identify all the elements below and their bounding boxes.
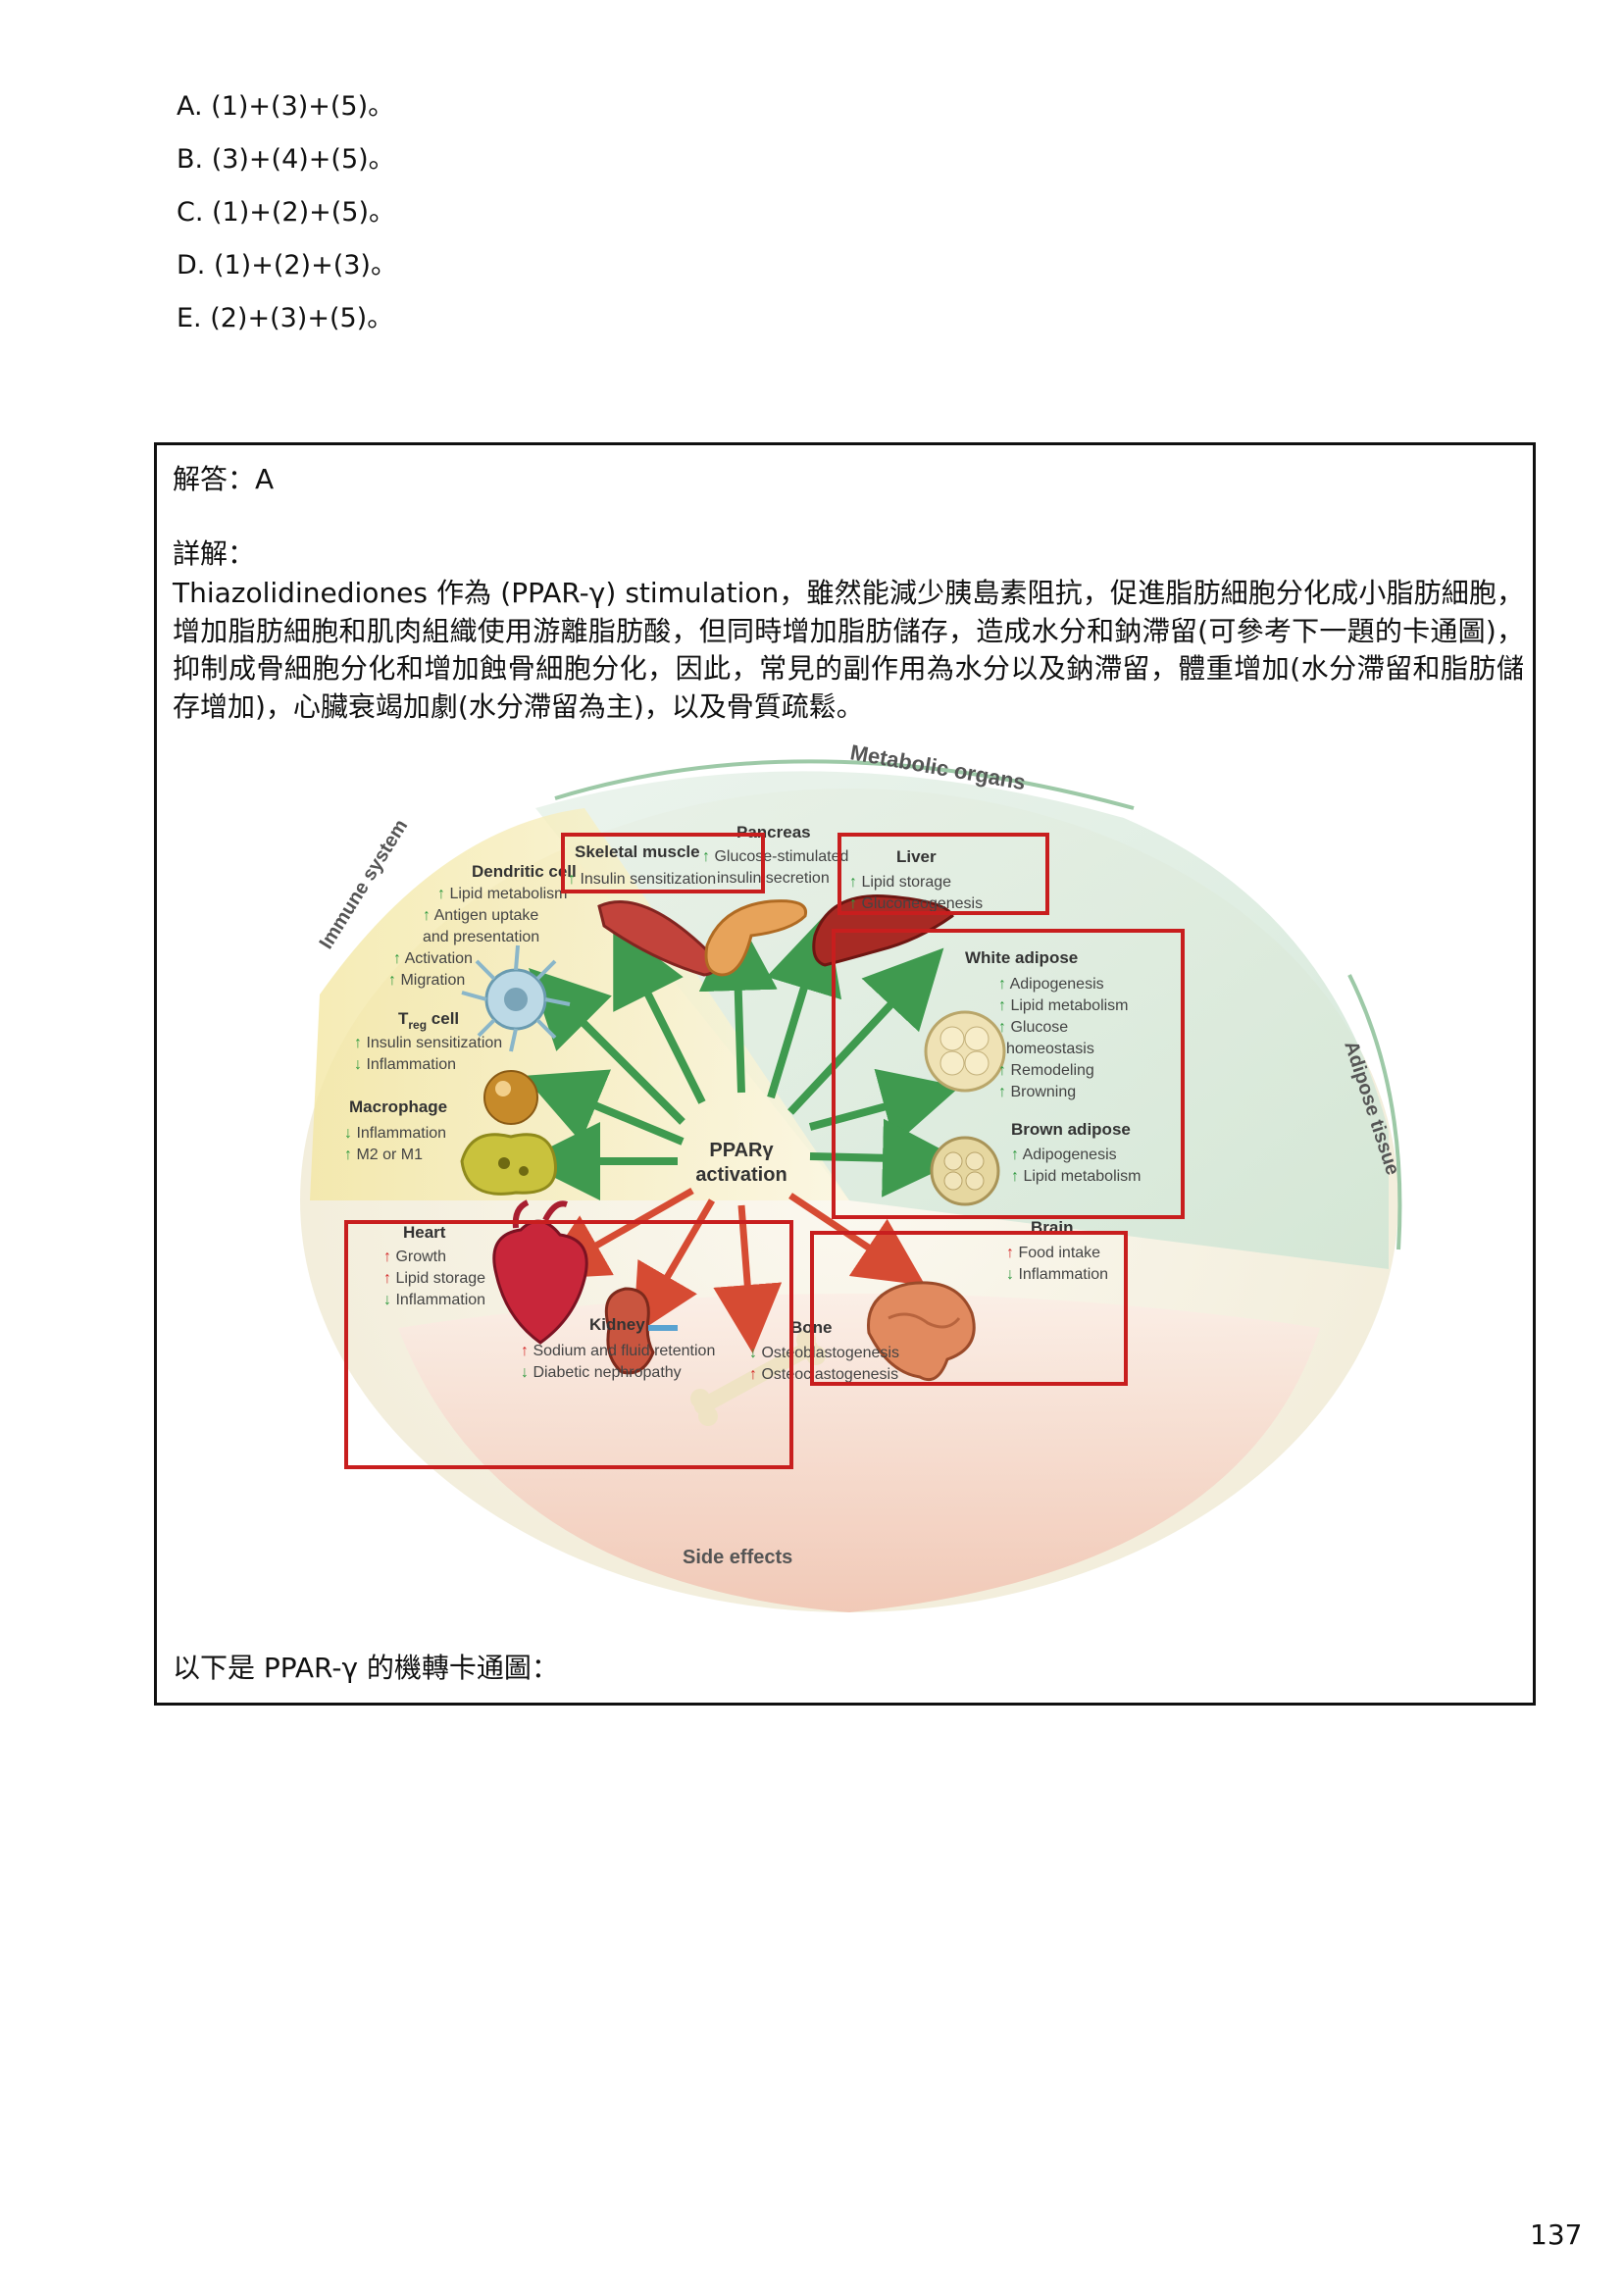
arrow-to-dendritic (529, 968, 685, 1125)
option-d: D. (1)+(2)+(3)。 (177, 250, 397, 280)
dendritic-cell-title: Dendritic cell (472, 862, 577, 881)
dendritic-cell-icon (461, 944, 571, 1052)
white-adipose-item: ↑ Browning (998, 1084, 1076, 1100)
kidney-icon (604, 1287, 678, 1375)
heart-item: ↑ Lipid storage (383, 1270, 485, 1287)
macrophage-item: ↓ Inflammation (344, 1125, 446, 1142)
answer-box: 解答：A 詳解： Thiazolidinediones 作為 (PPAR-γ) … (154, 442, 1536, 1706)
treg-cell-item: ↑ Insulin sensitization (354, 1035, 502, 1051)
highlight-boxes (344, 833, 1185, 1469)
dendritic-cell-item: and presentation (423, 929, 539, 945)
treg-cell-item: ↓ Inflammation (354, 1056, 456, 1073)
heart-item: ↑ Growth (383, 1249, 446, 1265)
dendritic-cell-item: ↑ Antigen uptake (423, 907, 538, 924)
pparg-diagram-svg: Metabolic organs Immune system Adipose t… (300, 739, 1403, 1612)
white-adipose-item: ↑ Lipid metabolism (998, 997, 1129, 1014)
label-side-effects: Side effects (683, 1547, 792, 1568)
white-adipose-item: ↑ Glucose (998, 1019, 1068, 1036)
white-adipose-item: homeostasis (1006, 1041, 1094, 1057)
macrophage-text: Macrophage ↓ Inflammation ↑ M2 or M1 (344, 1097, 447, 1163)
center-label-line2: activation (695, 1164, 787, 1186)
brain-item: ↑ Food intake (1006, 1245, 1100, 1261)
highlight-brain (810, 1231, 1128, 1386)
arrow-to-brown-adipose (809, 1118, 961, 1198)
treg-t: T (398, 1009, 409, 1028)
explanation-title: 詳解： (173, 537, 256, 570)
pancreas-title: Pancreas (736, 823, 811, 841)
dendritic-cell-item: ↑ Activation (393, 950, 473, 967)
liver-item: ↑ Lipid storage (849, 874, 951, 891)
kidney-text: Kidney ↑ Sodium and fluid retention ↓ Di… (521, 1315, 715, 1381)
arrow-to-treg (523, 1069, 685, 1146)
pancreas-item: insulin secretion (717, 870, 830, 887)
bone-item: ↓ Osteoblastogenesis (749, 1345, 899, 1361)
skeletal-muscle-text: Skeletal muscle ↑ Insulin sensitization (568, 842, 716, 888)
dendritic-cell-item: ↑ Migration (388, 972, 465, 989)
arrow-to-liver (766, 913, 842, 1099)
white-adipose-item: ↑ Adipogenesis (998, 976, 1104, 993)
option-e: E. (2)+(3)+(5)。 (177, 303, 394, 333)
pancreas-text: Pancreas ↑ Glucose-stimulated insulin se… (702, 823, 848, 887)
white-adipose-icon (924, 1010, 1006, 1093)
pancreas-icon (704, 899, 808, 977)
kidney-item: ↑ Sodium and fluid retention (521, 1343, 715, 1359)
pancreas-item: ↑ Glucose-stimulated (702, 848, 848, 865)
white-adipose-item: ↑ Remodeling (998, 1062, 1094, 1079)
dendritic-cell-text: Dendritic cell ↑ Lipid metabolism ↑ Anti… (388, 862, 577, 989)
kidney-title: Kidney (589, 1315, 645, 1334)
macrophage-item: ↑ M2 or M1 (344, 1147, 423, 1163)
liver-item: ↑ Gluconeogenesis (849, 895, 983, 912)
metabolic-arc (554, 759, 1135, 810)
arrow-to-bone (713, 1204, 783, 1353)
highlight-skeletal-muscle (561, 833, 765, 893)
treg-cell-title: Treg cell (398, 1009, 459, 1032)
adipose-arc (1347, 974, 1402, 1250)
answer-options: A. (1)+(3)+(5)。 B. (3)+(4)+(5)。 C. (1)+(… (177, 80, 397, 345)
page-number: 137 (1530, 2218, 1583, 2251)
highlight-liver (837, 833, 1049, 915)
figure-caption: 以下是 PPAR-γ 的機轉卡通圖： (173, 1652, 559, 1684)
brown-adipose-item: ↑ Lipid metabolism (1011, 1168, 1142, 1185)
white-adipose-text: White adipose ↑ Adipogenesis ↑ Lipid met… (965, 948, 1129, 1100)
arrow-to-white-adipose (787, 947, 944, 1115)
explanation-text: Thiazolidinediones 作為 (PPAR-γ) stimulati… (173, 577, 1524, 723)
liver-title: Liver (896, 847, 937, 866)
kidney-item: ↓ Diabetic nephropathy (521, 1364, 682, 1381)
macrophage-title: Macrophage (349, 1097, 447, 1116)
treg-suffix: cell (427, 1009, 459, 1028)
brain-item: ↓ Inflammation (1006, 1266, 1108, 1283)
white-adipose-title: White adipose (965, 948, 1078, 967)
skeletal-muscle-title: Skeletal muscle (575, 842, 700, 861)
heart-text: Heart ↑ Growth ↑ Lipid storage ↓ Inflamm… (383, 1223, 485, 1308)
arrow-to-muscle (613, 924, 706, 1104)
highlight-heart-kidney (344, 1220, 793, 1469)
option-b: B. (3)+(4)+(5)。 (177, 144, 395, 175)
brown-adipose-icon (930, 1136, 1000, 1206)
pparg-diagram: Metabolic organs Immune system Adipose t… (261, 739, 1428, 1622)
heart-icon (492, 1199, 588, 1345)
highlight-adipose (832, 929, 1185, 1219)
macrophage-icon (460, 1133, 557, 1196)
answer-line: 解答：A (173, 463, 275, 495)
center-label-line1: PPARγ (709, 1140, 774, 1161)
treg-sub: reg (408, 1018, 427, 1032)
heart-title: Heart (403, 1223, 446, 1242)
brown-adipose-title: Brown adipose (1011, 1120, 1131, 1139)
skeletal-muscle-item: ↑ Insulin sensitization (568, 871, 716, 888)
dendritic-cell-item: ↑ Lipid metabolism (437, 886, 568, 902)
option-a: A. (1)+(3)+(5)。 (177, 91, 395, 122)
brown-adipose-item: ↑ Adipogenesis (1011, 1147, 1117, 1163)
treg-cell-icon (483, 1070, 538, 1125)
brain-icon (867, 1281, 976, 1382)
liver-text: Liver ↑ Lipid storage ↑ Gluconeogenesis (849, 847, 983, 912)
bone-item: ↑ Osteoclastogenesis (749, 1366, 898, 1383)
arrow-to-adipose-mid (808, 1068, 961, 1146)
brown-adipose-text: Brown adipose ↑ Adipogenesis ↑ Lipid met… (1011, 1120, 1142, 1185)
heart-item: ↓ Inflammation (383, 1292, 485, 1308)
treg-cell-text: Treg cell ↑ Insulin sensitization ↓ Infl… (354, 1009, 502, 1073)
option-c: C. (1)+(2)+(5)。 (177, 197, 396, 228)
